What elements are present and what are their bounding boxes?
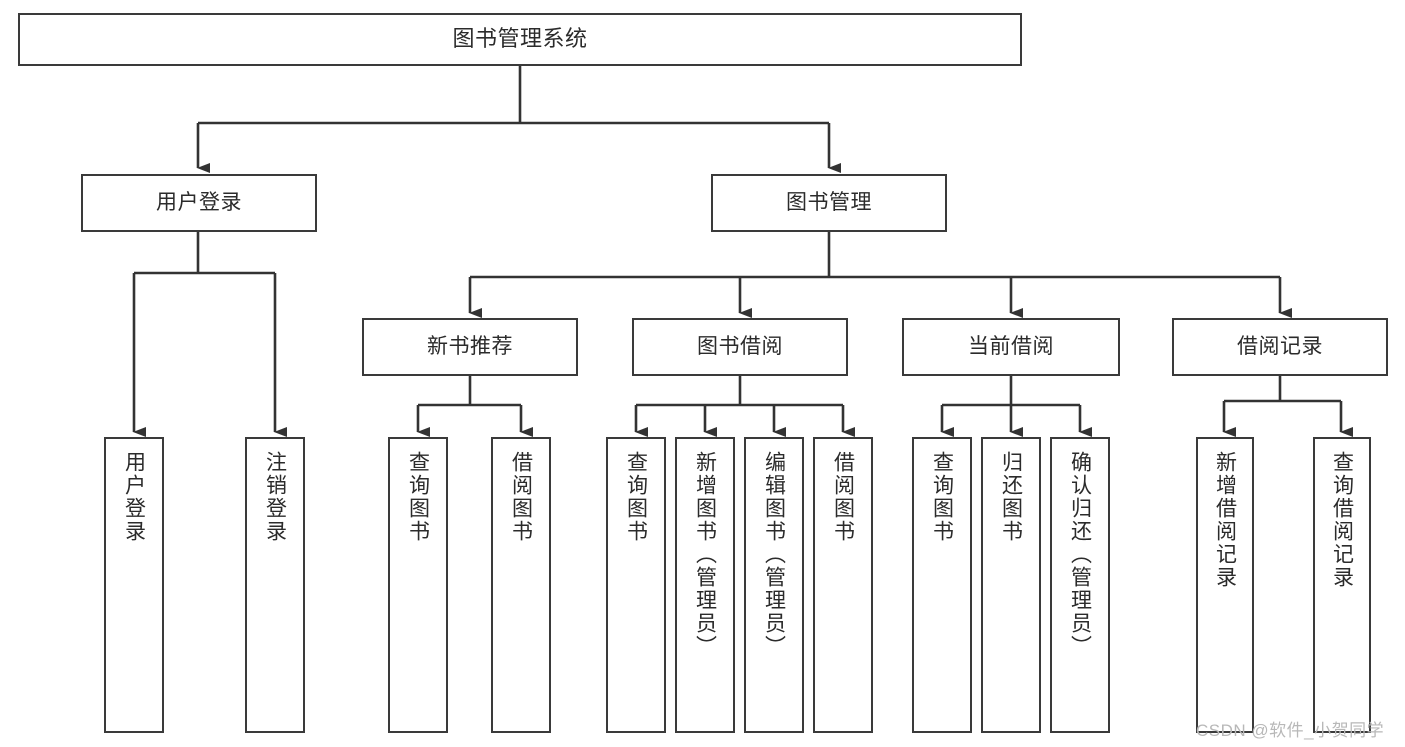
node-leaf-user-login[interactable]: 用户登录	[104, 437, 164, 733]
node-leaf-borrow-book-2[interactable]: 借阅图书	[813, 437, 873, 733]
node-borrow-record[interactable]: 借阅记录	[1172, 318, 1388, 376]
node-leaf-add-record-label: 新增借阅记录	[1213, 451, 1237, 589]
node-leaf-borrow-book-1-label: 借阅图书	[509, 451, 533, 543]
node-leaf-borrow-book-1[interactable]: 借阅图书	[491, 437, 551, 733]
node-root[interactable]: 图书管理系统	[18, 13, 1022, 66]
watermark: CSDN @软件_小贺同学	[1196, 721, 1385, 740]
node-leaf-return-book-label: 归还图书	[999, 451, 1023, 543]
node-new-book-recommend-label: 新书推荐	[427, 335, 513, 359]
node-book-management[interactable]: 图书管理	[711, 174, 947, 232]
node-leaf-add-book[interactable]: 新增图书（管理员）	[675, 437, 735, 733]
node-leaf-confirm-return[interactable]: 确认归还（管理员）	[1050, 437, 1110, 733]
node-leaf-return-book[interactable]: 归还图书	[981, 437, 1041, 733]
node-leaf-add-record[interactable]: 新增借阅记录	[1196, 437, 1254, 733]
node-leaf-query-record-label: 查询借阅记录	[1330, 451, 1354, 589]
node-book-management-label: 图书管理	[786, 191, 872, 215]
node-current-borrow[interactable]: 当前借阅	[902, 318, 1120, 376]
node-new-book-recommend[interactable]: 新书推荐	[362, 318, 578, 376]
node-leaf-logout-login[interactable]: 注销登录	[245, 437, 305, 733]
node-leaf-edit-book-label: 编辑图书（管理员）	[762, 451, 786, 658]
node-borrow-record-label: 借阅记录	[1237, 335, 1323, 359]
node-leaf-query-book-3-label: 查询图书	[930, 451, 954, 543]
node-book-borrow-label: 图书借阅	[697, 335, 783, 359]
node-user-login[interactable]: 用户登录	[81, 174, 317, 232]
node-leaf-query-book-2[interactable]: 查询图书	[606, 437, 666, 733]
node-book-borrow[interactable]: 图书借阅	[632, 318, 848, 376]
node-user-login-label: 用户登录	[156, 191, 242, 215]
node-leaf-logout-login-label: 注销登录	[263, 451, 287, 543]
node-current-borrow-label: 当前借阅	[968, 335, 1054, 359]
node-leaf-add-book-label: 新增图书（管理员）	[693, 451, 717, 658]
node-leaf-query-book-1[interactable]: 查询图书	[388, 437, 448, 733]
node-root-label: 图书管理系统	[452, 26, 588, 52]
node-leaf-query-book-2-label: 查询图书	[624, 451, 648, 543]
node-leaf-confirm-return-label: 确认归还（管理员）	[1068, 451, 1092, 658]
node-leaf-borrow-book-2-label: 借阅图书	[831, 451, 855, 543]
node-leaf-user-login-label: 用户登录	[122, 451, 146, 543]
node-leaf-query-book-3[interactable]: 查询图书	[912, 437, 972, 733]
node-leaf-query-book-1-label: 查询图书	[406, 451, 430, 543]
node-leaf-query-record[interactable]: 查询借阅记录	[1313, 437, 1371, 733]
node-leaf-edit-book[interactable]: 编辑图书（管理员）	[744, 437, 804, 733]
